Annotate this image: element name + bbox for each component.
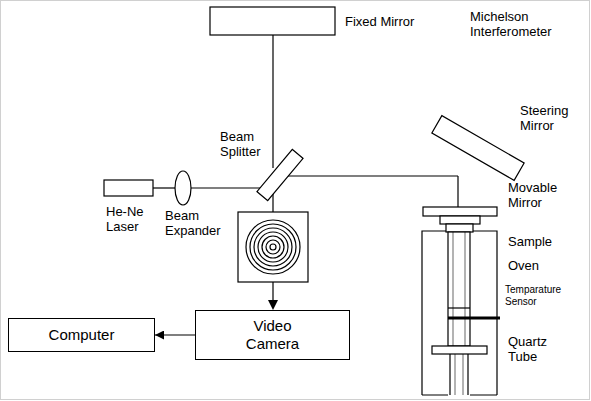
laser bbox=[104, 180, 153, 196]
part-label: Quartz Tube bbox=[508, 334, 563, 364]
part-label: Sample bbox=[508, 234, 578, 249]
movable-mirror bbox=[423, 207, 497, 216]
fringe-screen bbox=[238, 212, 308, 282]
arrowhead bbox=[268, 300, 278, 310]
image-arrow bbox=[272, 282, 273, 302]
beam-path bbox=[272, 35, 273, 168]
beam-expander-lens bbox=[175, 171, 191, 205]
beam-path bbox=[285, 175, 458, 176]
steering-mirror bbox=[432, 116, 524, 181]
quartz-flange bbox=[432, 346, 487, 354]
part-label: Temparature Sensor bbox=[505, 284, 575, 308]
part-label: Beam Expander bbox=[165, 208, 233, 238]
part-label: Fixed Mirror bbox=[345, 14, 445, 29]
diagram-title: Michelson Interferometer bbox=[470, 9, 570, 39]
process-box: Computer bbox=[8, 318, 155, 352]
quartz-tube bbox=[449, 354, 450, 395]
oven-cap bbox=[446, 224, 473, 232]
sample bbox=[448, 232, 470, 346]
sensor-line bbox=[448, 307, 470, 308]
mirror-mount bbox=[440, 216, 480, 224]
box-label: Computer bbox=[49, 326, 115, 344]
beam-splitter bbox=[257, 149, 303, 200]
temperature-sensor bbox=[448, 317, 500, 320]
oven bbox=[422, 231, 497, 395]
beam-path bbox=[457, 176, 458, 207]
quartz-tube bbox=[467, 354, 468, 395]
part-label: Steering Mirror bbox=[520, 103, 586, 133]
part-label: Oven bbox=[508, 258, 578, 273]
part-label: Beam Splitter bbox=[220, 129, 272, 159]
process-box: Video Camera bbox=[195, 310, 350, 360]
connector-arrow bbox=[155, 334, 195, 335]
fixed-mirror bbox=[210, 7, 335, 35]
beam-path bbox=[153, 187, 175, 188]
part-label: He-Ne Laser bbox=[106, 204, 156, 234]
box-label: Video Camera bbox=[241, 317, 305, 353]
fringe-rings bbox=[246, 220, 300, 274]
part-label: Movable Mirror bbox=[508, 180, 574, 210]
